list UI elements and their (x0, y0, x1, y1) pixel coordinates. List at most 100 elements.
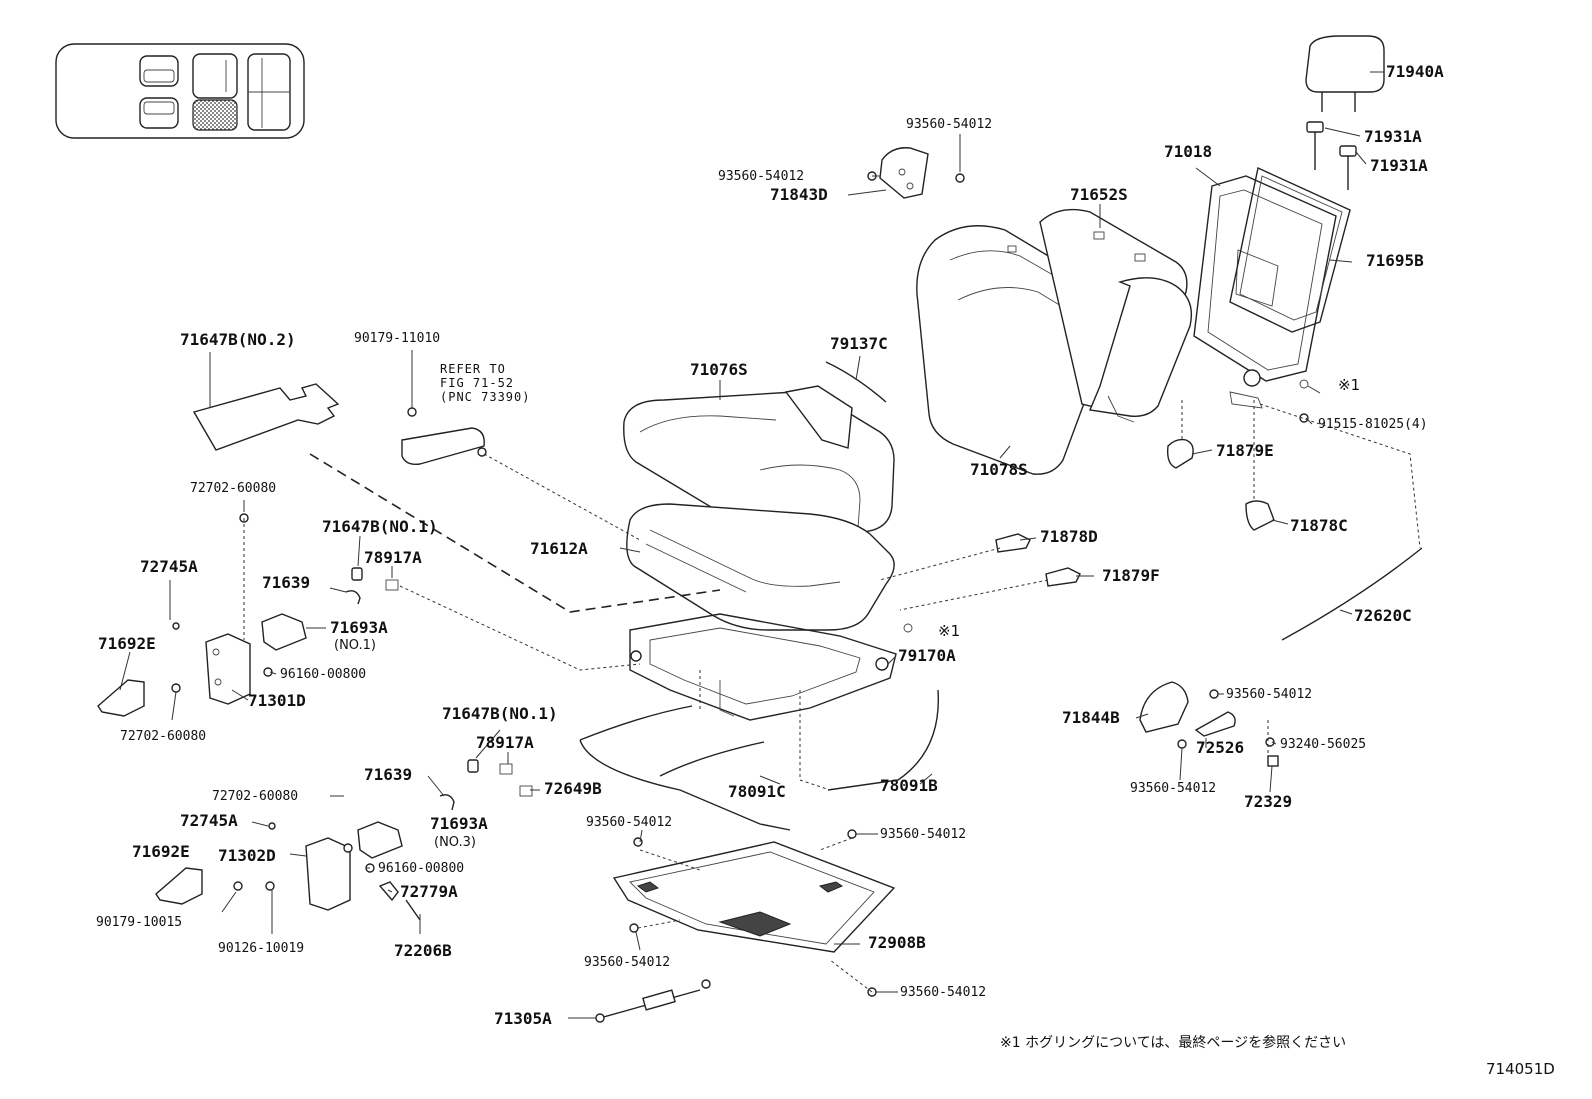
bracket-small-icon (995, 533, 1031, 553)
label-72702-60080-a: 72702-60080 (190, 481, 277, 496)
seat-mat-icon (192, 383, 340, 451)
seat-cushion-pad-icon (626, 503, 895, 631)
label-71302D: 71302D (218, 846, 276, 865)
refer-line-3: (PNC 73390) (440, 390, 531, 404)
recliner-cable-icon (1281, 547, 1423, 641)
label-71078S: 71078S (970, 460, 1028, 479)
label-71301D: 71301D (248, 691, 306, 710)
label-71647B-no2: 71647B(NO.2) (180, 330, 296, 349)
label-78091B: 78091B (880, 776, 938, 795)
seat-cushion-cover-icon (623, 385, 895, 539)
label-71305A: 71305A (494, 1009, 552, 1028)
hinge-cover-icon (879, 147, 929, 199)
label-71693A-b: 71693A (430, 814, 488, 833)
label-71076S: 71076S (690, 360, 748, 379)
label-72745A-b: 72745A (180, 811, 238, 830)
label-78091C: 78091C (728, 782, 786, 801)
label-72649B: 72649B (544, 779, 602, 798)
label-71931A-2: 71931A (1370, 156, 1428, 175)
label-71879F: 71879F (1102, 566, 1160, 585)
gas-strut-icon (595, 989, 701, 1023)
label-90126-10019: 90126-10019 (218, 941, 305, 956)
retainer-b-icon (439, 794, 455, 811)
refer-note: REFER TO FIG 71-52 (PNC 73390) (440, 362, 530, 404)
seat-cable-icon (579, 705, 791, 831)
label-90179-10015: 90179-10015 (96, 915, 183, 930)
lever-cable-icon (827, 689, 940, 791)
bracket-small-b-icon (1045, 567, 1081, 587)
label-93560-54012-top: 93560-54012 (906, 117, 993, 132)
label-79170A: 79170A (898, 646, 956, 665)
label-93560-54012-m1: 93560-54012 (586, 815, 673, 830)
refer-line-1: REFER TO (440, 362, 506, 376)
label-71639-b: 71639 (364, 765, 413, 784)
label-71878C: 71878C (1290, 516, 1348, 535)
release-strap-icon (825, 361, 887, 403)
latch-assy-icon (261, 613, 307, 651)
label-71879E: 71879E (1216, 441, 1274, 460)
seat-location-key (55, 43, 305, 139)
spring-b-icon (499, 763, 513, 775)
seat-hinge-left-icon (205, 633, 251, 705)
seat-hinge-right-icon (305, 837, 351, 911)
label-93560-54012-left: 93560-54012 (718, 169, 805, 184)
lever-knob-icon (1194, 711, 1236, 737)
figure-id: 714051D (1486, 1060, 1555, 1078)
hinge-cover-right-icon (155, 867, 203, 905)
seatback-frame-icon (1193, 175, 1337, 409)
clip-small-icon (1267, 755, 1279, 767)
headrest-icon (1305, 35, 1385, 112)
seat-cable-b-icon (659, 741, 765, 777)
label-71639-a: 71639 (262, 573, 311, 592)
seat-front-left-icon (139, 55, 179, 87)
seat-under-cover-icon (612, 841, 896, 953)
label-72702-60080-b: 72702-60080 (120, 729, 207, 744)
seat-middle-icon (192, 53, 238, 99)
retainer-icon (345, 590, 361, 605)
pin-icon (351, 567, 363, 581)
hinge-cover-left-icon (97, 679, 145, 717)
label-96160-00800-a: 96160-00800 (280, 667, 367, 682)
label-71940A: 71940A (1386, 62, 1444, 81)
label-91515-81025: 91515-81025(4) (1318, 417, 1428, 432)
lever-handle-icon (401, 427, 487, 466)
label-78917A-a: 78917A (364, 548, 422, 567)
label-93560-54012-m2: 93560-54012 (880, 827, 967, 842)
label-71692E-a: 71692E (98, 634, 156, 653)
label-71692E-b: 71692E (132, 842, 190, 861)
label-72908B: 72908B (868, 933, 926, 952)
lever-cover-icon (1139, 681, 1189, 733)
label-93560-54012-r1: 93560-54012 (1226, 687, 1313, 702)
hog-ring-mark-2: ※1 (938, 622, 961, 640)
bolt-icon (955, 173, 965, 183)
pin-b-icon (467, 759, 479, 773)
hinge-cover-small-icon (1166, 438, 1194, 469)
seat-middle-highlighted-icon (192, 99, 238, 131)
leader-lines (119, 71, 1384, 1019)
label-78917A-b: 78917A (476, 733, 534, 752)
label-72745A-a: 72745A (140, 557, 198, 576)
label-96160-00800-b: 96160-00800 (378, 861, 465, 876)
label-71693A-b-sub: (NO.3) (434, 835, 476, 850)
label-93560-54012-m3: 93560-54012 (584, 955, 671, 970)
seatback-pad-icon (1039, 208, 1193, 423)
label-72526: 72526 (1196, 738, 1245, 757)
label-93560-54012-r2: 93560-54012 (1130, 781, 1217, 796)
label-72620C: 72620C (1354, 606, 1412, 625)
label-71652S: 71652S (1070, 185, 1128, 204)
seatback-board-icon (1229, 166, 1351, 333)
label-71695B: 71695B (1366, 251, 1424, 270)
label-90179-11010: 90179-11010 (354, 331, 441, 346)
label-72329: 72329 (1244, 792, 1293, 811)
label-71878D: 71878D (1040, 527, 1098, 546)
headrest-guide-icon (1306, 121, 1357, 190)
label-71693A-a: 71693A (330, 618, 388, 637)
label-71647B-no1-a: 71647B(NO.1) (322, 517, 438, 536)
seat-front-right-icon (139, 97, 179, 129)
hinge-cover-lower-icon (1245, 500, 1275, 531)
label-72779A: 72779A (400, 882, 458, 901)
label-71612A: 71612A (530, 539, 588, 558)
assembly-lines (243, 400, 1421, 993)
